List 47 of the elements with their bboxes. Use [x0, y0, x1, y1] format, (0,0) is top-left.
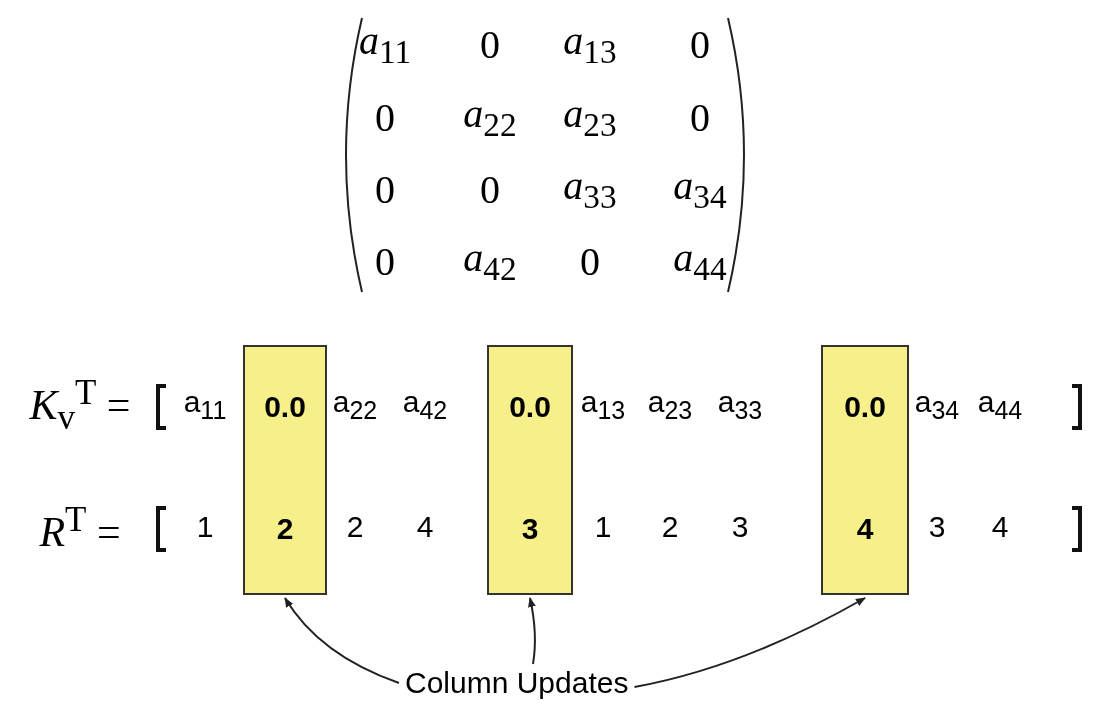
index-entry: 4 [416, 512, 434, 542]
matrix-entry: 0 [480, 25, 500, 65]
matrix-entry: 0 [375, 98, 395, 138]
matrix-entry: a$_{22}$ [463, 94, 517, 142]
matrix-entry: 0 [690, 25, 710, 65]
matrix-entry: 0 [690, 98, 710, 138]
matrix-entry: 0 [480, 170, 500, 210]
zero-value: 0.0 [509, 392, 551, 422]
matrix-entry: a$_{11}$ [358, 21, 412, 69]
matrix-entry: a$_{33}$ [563, 166, 617, 214]
matrix-entry: a$_{13}$ [563, 21, 617, 69]
highlight-column [243, 345, 327, 595]
column-index: 4 [856, 514, 874, 544]
zero-value: 0.0 [844, 392, 886, 422]
index-entry: 1 [196, 512, 214, 542]
leader-arrow [284, 597, 400, 684]
index-entry: 2 [346, 512, 364, 542]
callout-text: Column Updates [405, 668, 629, 698]
leader-arrow [527, 597, 536, 665]
vector-entry: a$_{11}$ [183, 387, 227, 423]
vector-entry: a$_{33}$ [717, 387, 763, 423]
column-index: 2 [276, 514, 294, 544]
highlight-column [821, 345, 909, 595]
zero-value: 0.0 [264, 392, 306, 422]
matrix-entry: 0 [580, 242, 600, 282]
leader-arrow [633, 597, 866, 688]
index-entry: 4 [991, 512, 1009, 542]
vector-name: K$_{v}$$^{T}$ = [29, 375, 131, 435]
vector-entry: a$_{44}$ [977, 387, 1023, 423]
vector-name: R$^{T}$ = [39, 501, 121, 553]
index-entry: 2 [661, 512, 679, 542]
index-entry: 3 [928, 512, 946, 542]
vector-entry: a$_{42}$ [402, 387, 448, 423]
column-index: 3 [521, 514, 539, 544]
matrix-entry: a$_{42}$ [463, 238, 517, 286]
highlight-column [487, 345, 573, 595]
matrix-entry: 0 [375, 170, 395, 210]
vector-entry: a$_{13}$ [580, 387, 626, 423]
vector-entry: a$_{23}$ [647, 387, 693, 423]
matrix-entry: a$_{23}$ [563, 94, 617, 142]
vector-entry: a$_{22}$ [332, 387, 378, 423]
matrix-entry: a$_{34}$ [673, 166, 727, 214]
index-entry: 3 [731, 512, 749, 542]
index-entry: 1 [594, 512, 612, 542]
matrix-entry: 0 [375, 242, 395, 282]
vector-entry: a$_{34}$ [914, 387, 960, 423]
matrix-entry: a$_{44}$ [673, 238, 727, 286]
